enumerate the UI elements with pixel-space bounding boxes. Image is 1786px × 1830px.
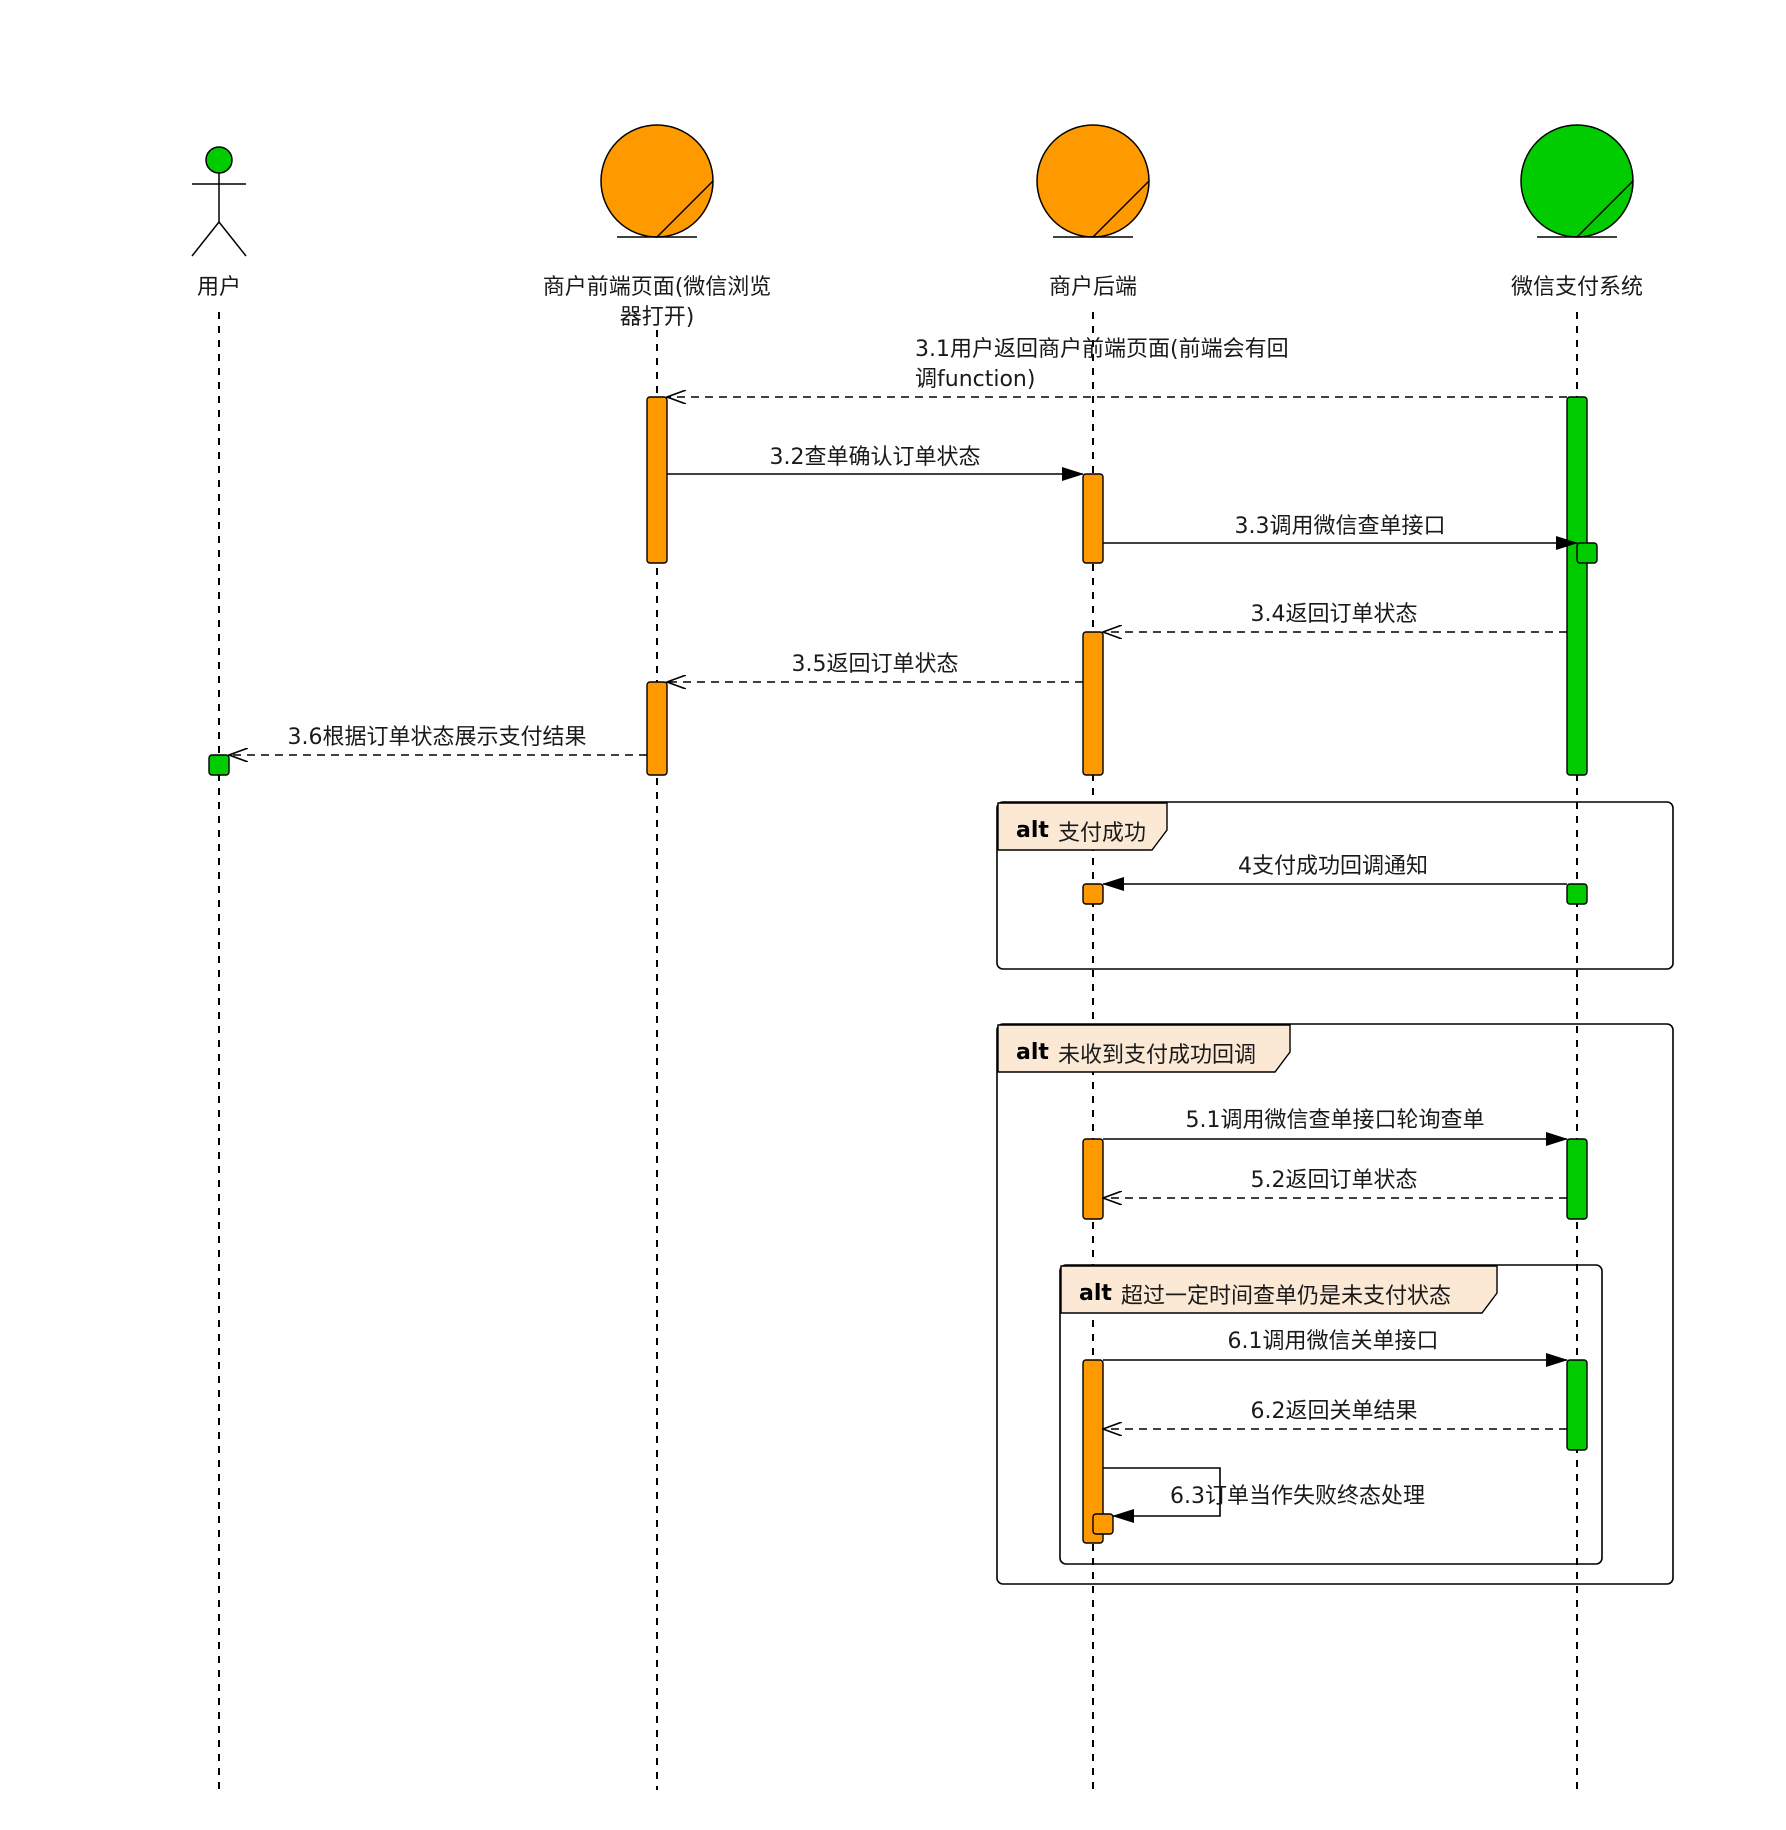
- frame-keyword: alt: [1079, 1281, 1112, 1306]
- frame-alt-timeout[interactable]: alt 超过一定时间查单仍是未支付状态: [1059, 1264, 1603, 1565]
- participant-frontend-label-2: 器打开): [620, 305, 695, 330]
- activation-bar: [208, 754, 230, 776]
- message-label: 3.4返回订单状态: [1251, 602, 1418, 627]
- activation-bar: [646, 681, 668, 776]
- participant-user-label: 用户: [197, 275, 241, 300]
- frame-alt-success[interactable]: alt 支付成功: [996, 801, 1674, 970]
- activation-bar: [1082, 631, 1104, 776]
- message-3-2[interactable]: 3.2查单确认订单状态: [667, 445, 1084, 481]
- activation-bar: [1566, 1359, 1588, 1451]
- participant-backend[interactable]: 商户后端: [1036, 124, 1150, 300]
- activation-bar: [1082, 473, 1104, 564]
- participant-frontend-label: 商户前端页面(微信浏览: [543, 275, 772, 300]
- message-label: 6.3订单当作失败终态处理: [1170, 1484, 1425, 1509]
- message-label: 6.2返回关单结果: [1251, 1399, 1418, 1424]
- message-label: 3.5返回订单状态: [792, 652, 959, 677]
- message-label: 6.1调用微信关单接口: [1228, 1329, 1439, 1354]
- control-icon: [600, 124, 714, 238]
- actor-icon: [191, 146, 247, 257]
- participant-user[interactable]: 用户: [191, 146, 247, 300]
- activation-bar: [1092, 1513, 1114, 1535]
- message-3-3[interactable]: 3.3调用微信查单接口: [1103, 514, 1578, 550]
- message-3-5[interactable]: 3.5返回订单状态: [667, 652, 1083, 682]
- message-label: 3.3调用微信查单接口: [1235, 514, 1446, 539]
- activation-bar: [1566, 396, 1588, 776]
- participant-wechat-label: 微信支付系统: [1511, 275, 1643, 300]
- frame-condition: 支付成功: [1058, 821, 1146, 846]
- frame-keyword: alt: [1016, 1040, 1049, 1065]
- frame-alt-no-callback[interactable]: alt 未收到支付成功回调: [996, 1023, 1674, 1585]
- message-label: 3.1用户返回商户前端页面(前端会有回: [915, 337, 1289, 362]
- message-label-2: 调function): [915, 367, 1035, 392]
- frame-condition: 超过一定时间查单仍是未支付状态: [1121, 1284, 1451, 1309]
- activation-bar: [1082, 1359, 1104, 1544]
- message-6-3-self[interactable]: 6.3订单当作失败终态处理: [1103, 1467, 1425, 1523]
- frame-condition: 未收到支付成功回调: [1058, 1043, 1256, 1068]
- message-3-4[interactable]: 3.4返回订单状态: [1103, 602, 1567, 632]
- frame-keyword: alt: [1016, 818, 1049, 843]
- message-6-1[interactable]: 6.1调用微信关单接口: [1103, 1329, 1568, 1367]
- message-label: 3.6根据订单状态展示支付结果: [288, 725, 587, 750]
- activation-bars: [208, 396, 1598, 1544]
- message-5-2[interactable]: 5.2返回订单状态: [1103, 1168, 1567, 1198]
- activation-bar: [1082, 883, 1104, 905]
- message-label: 4支付成功回调通知: [1238, 854, 1428, 879]
- message-3-1[interactable]: 3.1用户返回商户前端页面(前端会有回 调function): [667, 337, 1567, 397]
- control-icon: [1520, 124, 1634, 238]
- activation-bar: [1576, 542, 1598, 564]
- activation-bar: [1566, 1138, 1588, 1220]
- message-label: 3.2查单确认订单状态: [770, 445, 981, 470]
- participant-frontend[interactable]: 商户前端页面(微信浏览 器打开): [543, 124, 772, 330]
- activation-bar: [1566, 883, 1588, 905]
- control-icon: [1036, 124, 1150, 238]
- message-6-2[interactable]: 6.2返回关单结果: [1103, 1399, 1567, 1429]
- participant-backend-label: 商户后端: [1049, 275, 1137, 300]
- activation-bar: [646, 396, 668, 564]
- message-5-1[interactable]: 5.1调用微信查单接口轮询查单: [1103, 1108, 1568, 1146]
- activation-bar: [1082, 1138, 1104, 1220]
- participant-wechat[interactable]: 微信支付系统: [1511, 124, 1643, 300]
- message-3-6[interactable]: 3.6根据订单状态展示支付结果: [229, 725, 647, 755]
- message-4[interactable]: 4支付成功回调通知: [1102, 854, 1567, 891]
- message-label: 5.2返回订单状态: [1251, 1168, 1418, 1193]
- message-label: 5.1调用微信查单接口轮询查单: [1186, 1108, 1485, 1133]
